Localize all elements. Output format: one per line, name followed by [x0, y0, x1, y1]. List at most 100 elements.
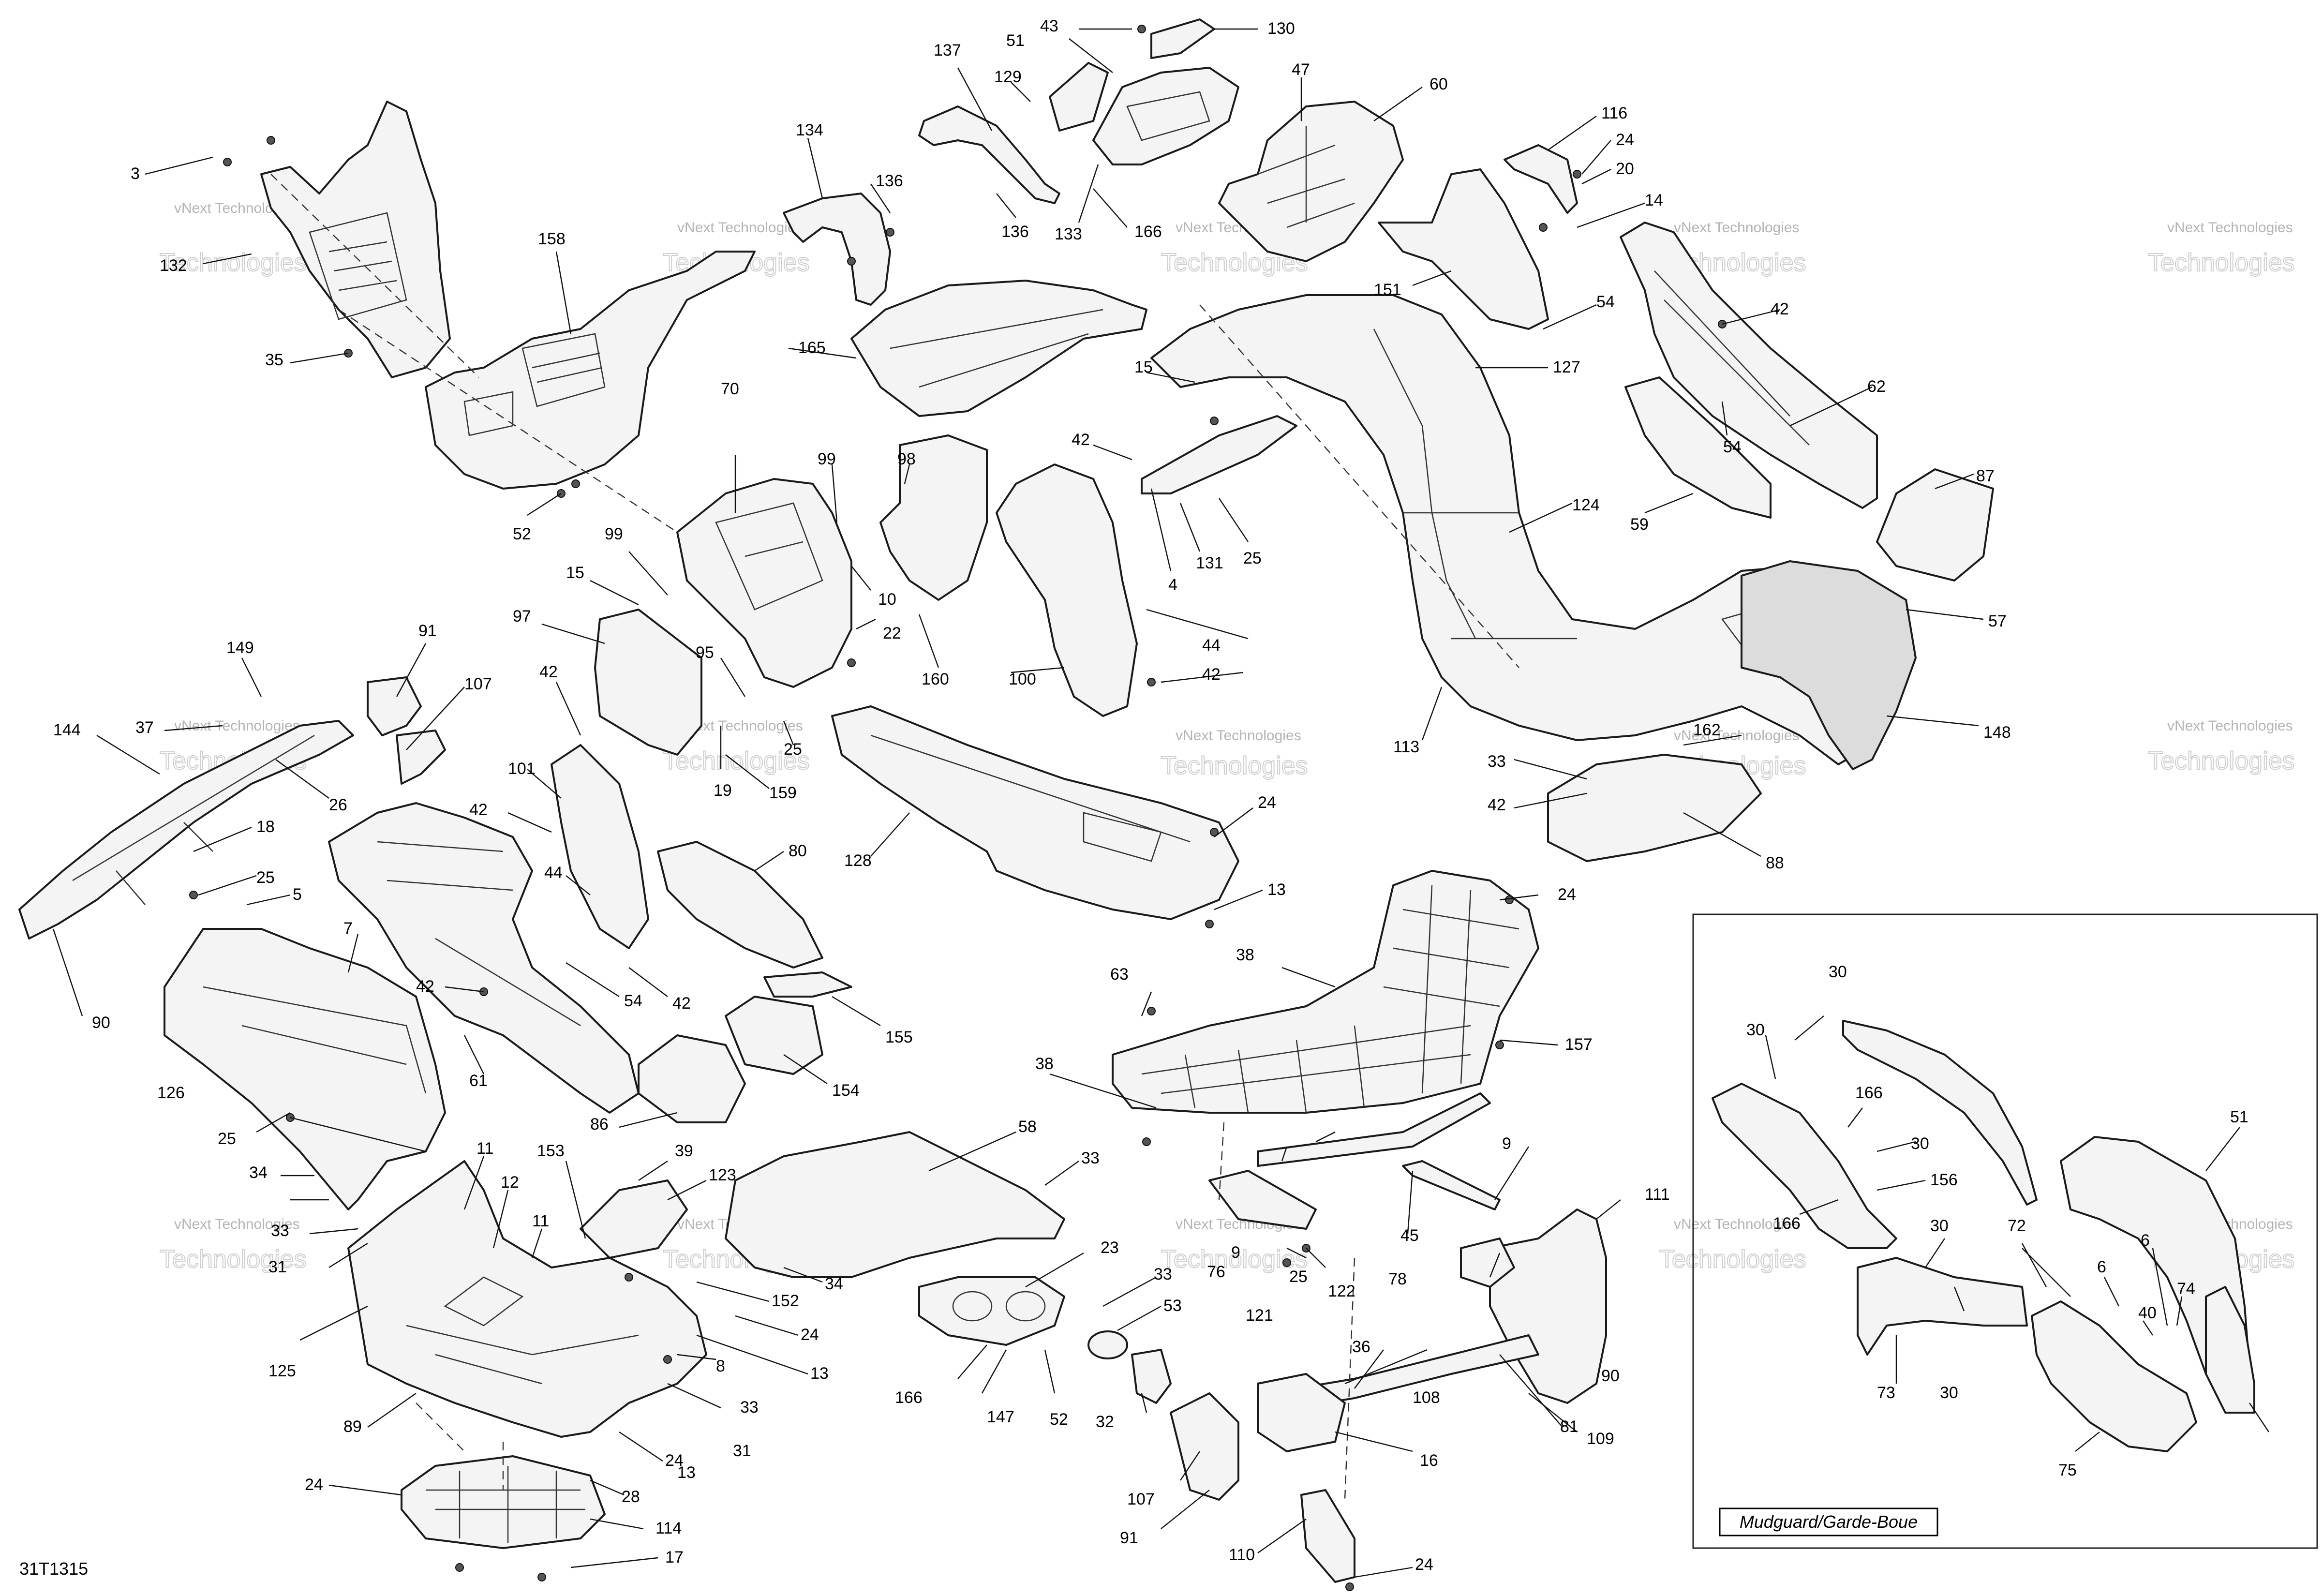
callout-label: 156 [1930, 1171, 1958, 1189]
callout-label: 3 [131, 164, 140, 183]
watermark: Technologies [2148, 249, 2295, 277]
part-126-front-fender [164, 928, 446, 1210]
part-63-grid-b [1184, 885, 1472, 1113]
callout-label: 158 [538, 230, 566, 248]
callout-label: 98 [897, 450, 916, 468]
callout-label: 162 [1693, 721, 1721, 739]
callout-label: 132 [160, 256, 187, 275]
part-98-side-panel [879, 434, 988, 601]
part-165-panel [850, 280, 1147, 417]
callout-label: 149 [226, 639, 254, 657]
callout-label: 22 [883, 624, 901, 642]
callout-label: 24 [1616, 131, 1634, 149]
part-101-panel [551, 744, 649, 949]
callout-label: 87 [1976, 467, 1995, 485]
callout-label: 54 [624, 992, 642, 1010]
fastener [267, 136, 275, 145]
fastener [571, 479, 580, 488]
fastener [537, 1573, 546, 1581]
callout-label: 47 [1292, 60, 1310, 79]
callout-label: 58 [1018, 1118, 1037, 1136]
fastener [1147, 678, 1156, 686]
callout-label: 121 [1246, 1306, 1273, 1325]
watermark: vNext Technologies [2167, 718, 2293, 734]
part-97-panel [594, 609, 702, 756]
callout-label: 18 [256, 818, 275, 836]
fastener [455, 1563, 464, 1572]
callout-label: 133 [1055, 225, 1082, 243]
callout-label: 160 [922, 670, 949, 688]
callout-label: 107 [1127, 1490, 1155, 1508]
part-144-detail [72, 734, 315, 905]
callout-label: 31 [268, 1258, 287, 1276]
callout-label: 38 [1236, 946, 1254, 964]
part-147-lens-right [1005, 1291, 1046, 1322]
callout-label: 20 [1616, 160, 1634, 178]
callout-label: 4 [1168, 576, 1177, 594]
callout-label: 151 [1374, 281, 1401, 299]
part-70-mount [676, 478, 852, 688]
callout-label: 74 [2177, 1280, 2195, 1298]
callout-label: 126 [157, 1084, 185, 1102]
watermark: Technologies [160, 249, 307, 277]
callout-label: 136 [876, 172, 903, 190]
callout-label: 61 [469, 1072, 488, 1090]
callout-label: 109 [1587, 1430, 1614, 1448]
watermark: vNext Technologies [2167, 220, 2293, 236]
callout-label: 73 [1877, 1384, 1895, 1402]
callout-label: 23 [1101, 1238, 1119, 1257]
callout-label: 24 [1558, 885, 1576, 904]
part-110-plate [1300, 1489, 1355, 1583]
part-60-console [1218, 101, 1404, 262]
part-57-rear-fender [1741, 560, 1917, 770]
callout-label: 131 [1196, 554, 1223, 572]
callout-label: 30 [1940, 1384, 1958, 1402]
watermark: vNext Technologies [1674, 220, 1800, 236]
callout-label: 137 [934, 41, 961, 60]
fastener [1147, 1007, 1156, 1015]
part-144-bumper [18, 720, 354, 940]
callout-label: 166 [1773, 1214, 1801, 1233]
fastener [1573, 170, 1581, 179]
callout-label: 13 [810, 1364, 829, 1383]
callout-label: 88 [1766, 854, 1784, 872]
callout-label: 124 [1572, 496, 1600, 514]
callout-label: 43 [1040, 17, 1058, 35]
callout-label: 57 [1988, 612, 2007, 630]
callout-label: 9 [1231, 1243, 1240, 1262]
callout-label: 128 [844, 851, 872, 870]
part-121-bar [1257, 1092, 1491, 1167]
callout-label: 40 [2138, 1304, 2157, 1322]
callout-label: 147 [987, 1408, 1014, 1426]
fastener [223, 158, 232, 166]
callout-label: 24 [1415, 1555, 1433, 1574]
part-134-bracket [783, 193, 891, 306]
callout-label: 129 [994, 68, 1022, 86]
part-75-extension [2205, 1286, 2255, 1414]
callout-label: 89 [343, 1417, 362, 1436]
watermark: Technologies [2148, 747, 2295, 775]
part-74-extension [2031, 1300, 2197, 1452]
callout-label: 136 [1001, 223, 1029, 241]
callout-label: 30 [1829, 963, 1847, 981]
callout-label: 111 [1645, 1185, 1670, 1204]
part-61-detail [377, 841, 581, 1027]
mudguard-inset: Mudguard/Garde-Boue [1692, 913, 2318, 1549]
part-70-detail [715, 502, 823, 611]
callout-label: 42 [1488, 796, 1506, 814]
part-133-dash [1092, 67, 1239, 165]
callout-label: 33 [1488, 752, 1506, 771]
callout-label: 6 [2141, 1231, 2150, 1250]
callout-label: 153 [537, 1142, 565, 1160]
alignment-line [1218, 1122, 1225, 1200]
callout-label: 33 [271, 1222, 289, 1240]
callout-label: 25 [1243, 549, 1262, 567]
part-154-bracket [725, 996, 823, 1075]
alignment-line [270, 174, 479, 378]
callout-label: 5 [293, 885, 302, 904]
part-72-mudguard [1857, 1257, 2028, 1356]
callout-label: 11 [532, 1212, 549, 1230]
callout-label: 24 [665, 1451, 684, 1470]
inset-caption-box [1719, 1507, 1938, 1536]
callout-label: 44 [544, 864, 563, 882]
